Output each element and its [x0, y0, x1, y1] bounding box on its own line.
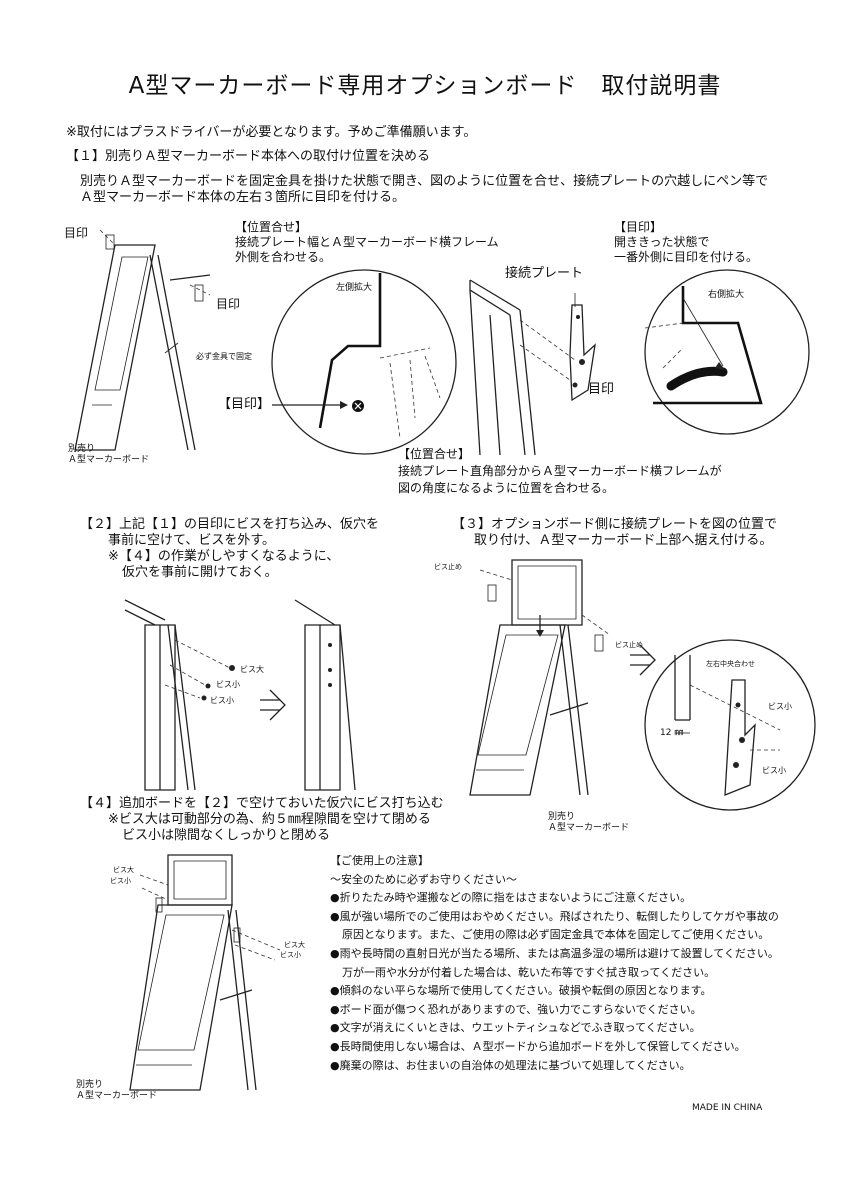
right-zoom-circle	[644, 269, 810, 435]
notes-subheading: 〜安全のために必ずお守りください〜	[330, 872, 517, 886]
position-text-line1: 接続プレート幅とＡ型マーカーボード横フレーム	[235, 235, 499, 249]
step2-figure	[124, 599, 356, 791]
intro-note: ※取付にはプラスドライバーが必要となります。予めご準備願います。	[66, 125, 477, 140]
position2-text-line2: 図の角度になるように位置を合わせる。	[398, 481, 615, 495]
step1-body-line2: Ａ型マーカーボード本体の左右３箇所に目印を付ける。	[80, 190, 406, 205]
step4-screw-small-right: ビス小	[280, 951, 301, 959]
step3-screw-stop-right: ビス止め	[615, 641, 643, 649]
mark-label-left: 目印	[64, 226, 89, 240]
step4-board-label-a: 別売り	[76, 1080, 104, 1090]
board-label-1a: 別売り	[68, 444, 96, 454]
made-in-label: MADE IN CHINA	[692, 1103, 763, 1113]
step1-board-figure	[74, 229, 211, 451]
position2-heading: 【位置合せ】	[398, 447, 471, 461]
plate-label: 接続プレート	[505, 266, 584, 281]
mark-bracket-label: 【目印】	[218, 397, 271, 412]
step4-board-label-b: Ａ型マーカーボード	[76, 1091, 158, 1101]
notes-heading: 【ご使用上の注意】	[330, 854, 429, 867]
step3-figure	[469, 559, 816, 811]
notes-item: ●長時間使用しない場合は、Ａ型ボードから追加ボードを外して保管してください。	[330, 1039, 746, 1053]
notes-item-continued: 原因となります。また、ご使用の際は必ず固定金具で本体を固定してご使用ください。	[342, 928, 770, 942]
position-text-line2: 外側を合わせる。	[235, 250, 332, 264]
step4-line3: ビス小は隙間なくしっかりと閉める	[122, 828, 331, 843]
notes-item-continued: 万が一雨や水分が付着した場合は、乾いた布等ですぐ拭き取ってください。	[342, 965, 716, 979]
step2-screw-large: ビス大	[240, 665, 264, 674]
position-heading: 【位置合せ】	[235, 220, 308, 234]
step3-screw-small1: ビス小	[768, 702, 792, 711]
notes-item: ●ボード面が傷つく恐れがありますので、強い力でこすらないでください。	[330, 1002, 702, 1016]
notes-item: ●風が強い場所でのご使用はおやめください。飛ばされたり、転倒したりしてケガや事故…	[330, 909, 779, 923]
position2-text-line1: 接続プレート直角部分からＡ型マーカーボード横フレームが	[398, 464, 722, 478]
right-zoom-label: 右側拡大	[708, 290, 745, 300]
step4-screw-small-left: ビス小	[110, 877, 131, 885]
notes-item: ●雨や長時間の直射日光が当たる場所、または高温多湿の場所は避けて設置してください…	[330, 946, 779, 960]
fix-bracket-label: 必ず金具で固定	[196, 352, 252, 361]
notes-item: ●文字が消えにくいときは、ウエットティシュなどでふき取ってください。	[330, 1021, 701, 1035]
mark-text-line1: 開ききった状態で	[614, 235, 710, 249]
step1-heading: 【１】別売りＡ型マーカーボード本体への取付け位置を決める	[66, 149, 431, 164]
plate-mark-label: 目印	[588, 382, 615, 397]
step3-screw-small2: ビス小	[762, 766, 786, 775]
step3-line2: 取り付け、Ａ型マーカーボード上部へ据え付ける。	[474, 533, 773, 548]
step3-center-label: 左右中央合わせ	[706, 660, 755, 668]
left-zoom-label: 左側拡大	[336, 283, 373, 293]
step2-line2: 事前に空けて、ビスを外す。	[108, 533, 276, 548]
step3-board-label-a: 別売り	[548, 812, 576, 822]
step4-line2: ※ビス大は可動部分の為、約５㎜程隙間を空けて閉める	[108, 812, 431, 827]
page-title: A型マーカーボード専用オプションボード 取付説明書	[128, 73, 722, 99]
mark-arrow	[272, 401, 348, 409]
step2-screw-small1: ビス小	[216, 680, 240, 689]
step3-screw-stop-left: ビス止め	[434, 563, 462, 571]
notes-item: ●廃棄の際は、お住まいの自治体の処理法に基づいて処理してください。	[330, 1058, 691, 1072]
step4-screw-large-right: ビス大	[284, 941, 305, 949]
board-label-1b: Ａ型マーカーボード	[68, 455, 150, 465]
step4-figure	[129, 854, 281, 1091]
usage-notes: 【ご使用上の注意】 〜安全のために必ずお守りください〜 ●折りたたみ時や運搬など…	[330, 852, 830, 1075]
mark-heading: 【目印】	[614, 220, 663, 234]
mark-text-line2: 一番外側に目印を付ける。	[614, 250, 759, 264]
notes-item: ●傾斜のない平らな場所で使用してください。破損や転倒の原因となります。	[330, 984, 712, 998]
notes-item: ●折りたたみ時や運搬などの際に指をはさまないようにご注意ください。	[330, 891, 692, 905]
connection-plate-figure	[469, 279, 596, 456]
step2-heading: 【２】上記【１】の目印にビスを打ち込み、仮穴を	[80, 517, 380, 532]
left-zoom-circle	[271, 269, 457, 455]
step2-line3: ※【４】の作業がしやすくなるように、	[108, 549, 340, 564]
step2-screw-small2: ビス小	[210, 696, 234, 705]
step3-gap-label: 12 ㎜	[660, 728, 684, 738]
step3-heading: 【３】オプションボード側に接続プレートを図の位置で	[452, 517, 778, 532]
step4-screw-large-left: ビス大	[113, 866, 134, 874]
step1-body-line1: 別売りＡ型マーカーボードを固定金具を掛けた状態で開き、図のように位置を合せ、接続…	[80, 174, 769, 189]
mark-label-right: 目印	[216, 297, 241, 311]
step2-line4: 仮穴を事前に開けておく。	[122, 565, 278, 580]
step3-board-label-b: Ａ型マーカーボード	[548, 823, 630, 833]
step4-heading: 【４】追加ボードを【２】で空けておいた仮穴にビス打ち込む	[80, 796, 444, 811]
